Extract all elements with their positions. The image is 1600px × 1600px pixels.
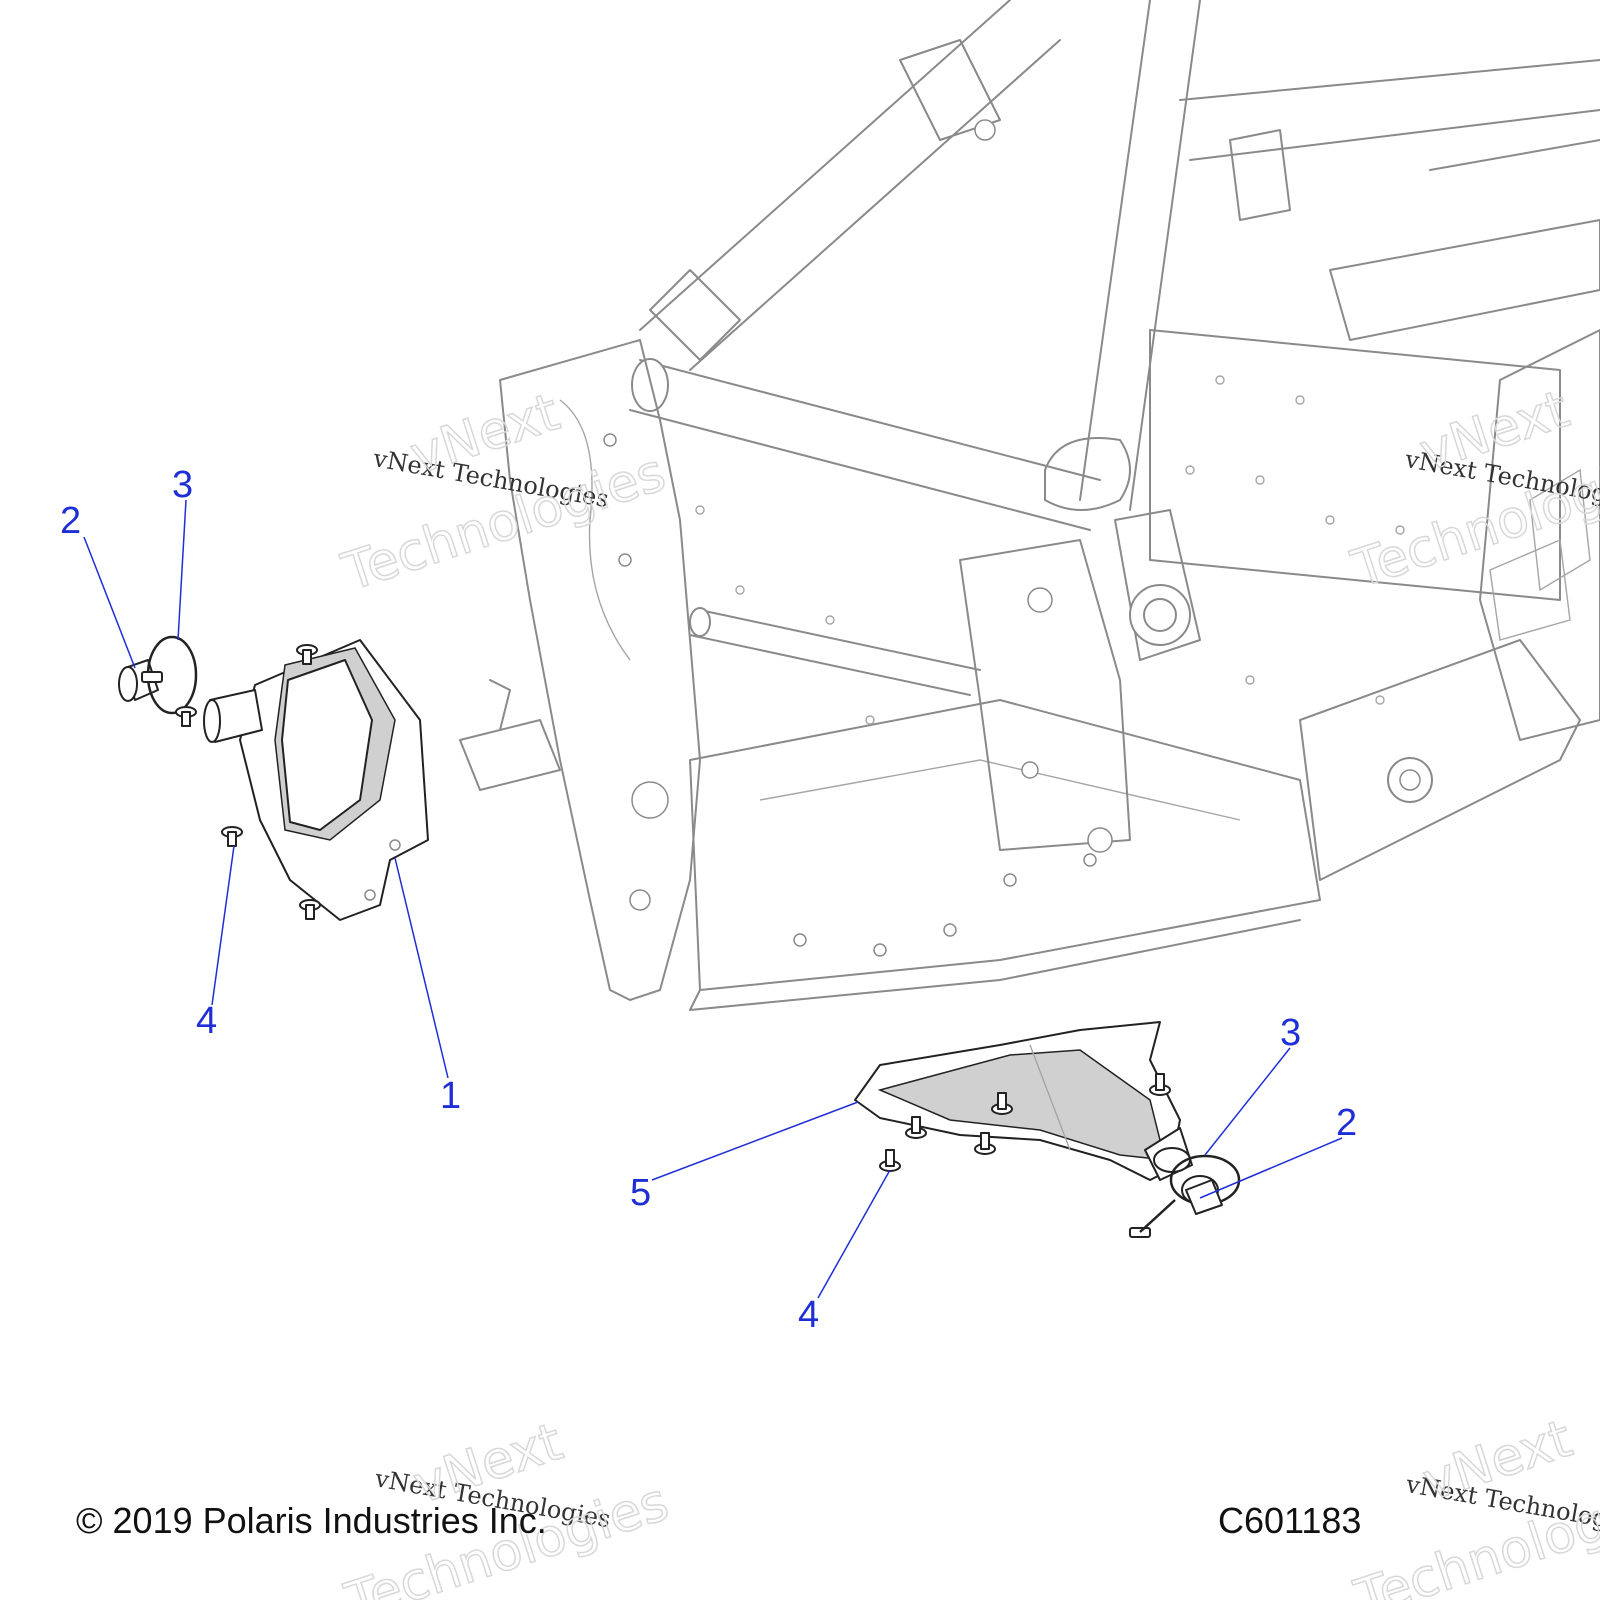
- callout-left-4: 4: [196, 1000, 217, 1042]
- callout-right-5: 5: [630, 1172, 651, 1214]
- callout-left-3: 3: [172, 464, 193, 506]
- left-fasteners: [175, 644, 321, 920]
- callout-left-1: 1: [440, 1075, 461, 1117]
- right-fasteners: [879, 1073, 1171, 1172]
- left-clamp: [141, 635, 198, 715]
- leader-lines: [83, 499, 1343, 1299]
- drawing-code: C601183: [1218, 1500, 1362, 1541]
- chassis-frame: [459, 0, 1600, 1011]
- callout-right-2: 2: [1336, 1102, 1357, 1144]
- copyright-notice: © 2019 Polaris Industries Inc.: [76, 1500, 547, 1541]
- right-cap-clamp: [1129, 1154, 1241, 1238]
- callout-left-2: 2: [60, 500, 81, 542]
- left-air-duct: [203, 639, 429, 921]
- callout-labels: 2 3 4 1 3 2 5 4: [60, 464, 1357, 1336]
- watermarks: vNext Technologies vNext Technologies vN…: [334, 379, 1600, 1600]
- lower-air-duct: [854, 1021, 1193, 1181]
- callout-right-4: 4: [798, 1294, 819, 1336]
- callout-right-3: 3: [1280, 1012, 1301, 1054]
